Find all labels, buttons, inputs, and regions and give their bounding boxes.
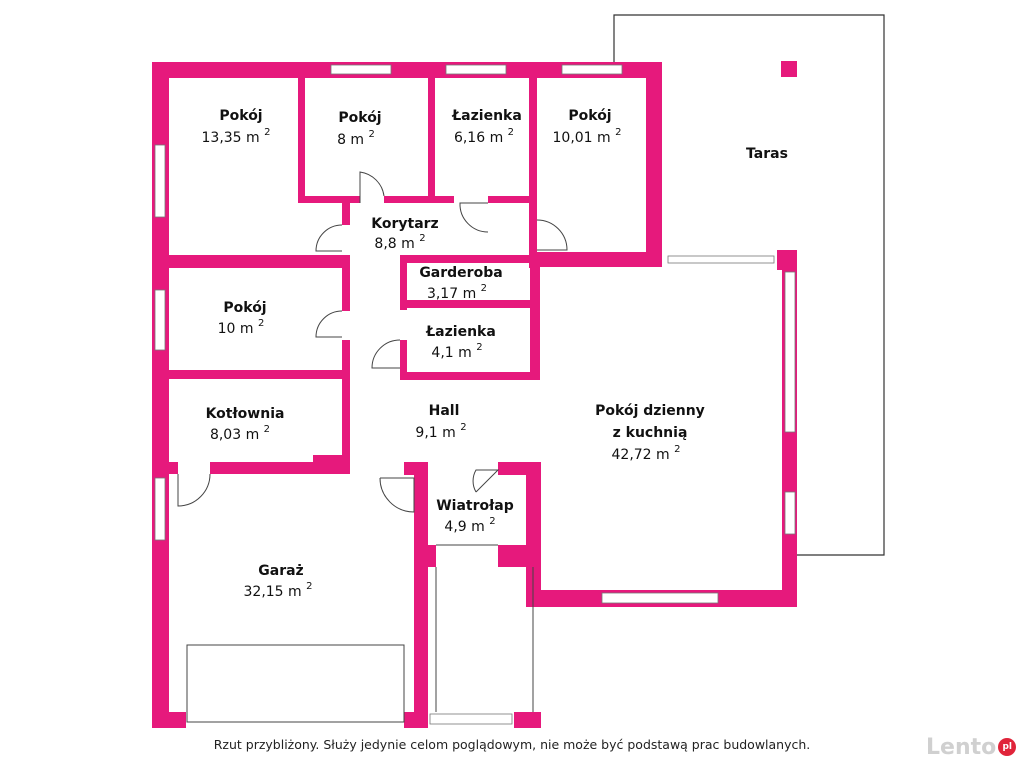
- window-garaz: [154, 477, 166, 541]
- wall-korytarz-left-low: [342, 340, 350, 462]
- door-swings: [177, 171, 568, 513]
- door-pokoj4: [315, 310, 343, 338]
- wall-kotlownia-bottom-left: [152, 462, 178, 474]
- wall-pokoj1-bottom: [169, 255, 349, 268]
- wall-garaz-right: [414, 462, 428, 728]
- room-dzienny-name2: z kuchnią: [613, 425, 688, 441]
- room-kotlownia-area: 8,03 m 2: [210, 424, 270, 443]
- wall-pokoj2-lazienka: [428, 78, 435, 203]
- wall-korytarz-left-top: [342, 203, 350, 225]
- brand-name: Lento: [926, 734, 997, 760]
- room-pokoj3-name: Pokój: [568, 108, 611, 124]
- brand-badge-icon: pl: [998, 738, 1017, 756]
- room-hall-area: 9,1 m 2: [415, 422, 466, 441]
- wall-wiatrolap-top: [498, 462, 541, 475]
- door-pokoj3: [536, 219, 568, 251]
- wall-bottom-right: [514, 712, 541, 728]
- room-korytarz-area: 8,8 m 2: [374, 233, 425, 252]
- door-kotlownia: [177, 473, 211, 507]
- wall-lazienka-bottom: [488, 196, 537, 203]
- wall-kotlownia-corner: [313, 455, 350, 467]
- wall-pokoj2-bottom-right: [384, 196, 454, 203]
- room-pokoj1-name: Pokój: [219, 108, 262, 124]
- window-living-top: [667, 255, 775, 264]
- disclaimer-text: Rzut przybliżony. Służy jedynie celom po…: [213, 737, 811, 752]
- brand-logo[interactable]: Lento pl: [926, 733, 1017, 761]
- room-hall-name: Hall: [429, 403, 460, 419]
- room-lazienka2-area: 4,1 m 2: [431, 342, 482, 361]
- wall-lazienka-pokoj3: [529, 78, 537, 268]
- door-garaz: [379, 477, 415, 513]
- wall-pokoj4-bottom: [169, 370, 349, 379]
- wall-lazienka2-right: [530, 255, 540, 380]
- wall-garderoba-top: [400, 255, 537, 263]
- window-pokoj3: [561, 64, 623, 75]
- window-pokoj4: [154, 289, 166, 351]
- room-lazienka2-name: Łazienka: [425, 324, 496, 340]
- walls: [152, 62, 797, 728]
- room-dzienny-name: Pokój dzienny: [595, 403, 705, 419]
- room-pokoj2-area: 8 m 2: [337, 129, 375, 148]
- room-pokoj3-area: 10,01 m 2: [553, 127, 622, 146]
- room-lazienka1-name: Łazienka: [451, 108, 522, 124]
- door-pokoj2: [359, 171, 385, 203]
- room-garaz-area: 32,15 m 2: [244, 581, 313, 600]
- door-pokoj1: [315, 224, 343, 252]
- room-garderoba-name: Garderoba: [419, 265, 502, 281]
- room-dzienny-area: 42,72 m 2: [612, 444, 681, 463]
- door-wiatrolap: [472, 469, 500, 493]
- wall-lazienka2-left: [400, 340, 407, 380]
- windows: [154, 64, 796, 725]
- window-pokoj2: [330, 64, 392, 75]
- wall-pokoj2-bottom: [298, 196, 360, 203]
- room-pokoj4-name: Pokój: [223, 300, 266, 316]
- window-living-right: [784, 271, 796, 433]
- thin-lines: [186, 544, 534, 723]
- room-pokoj2-name: Pokój: [338, 110, 381, 126]
- window-living-bottom: [601, 592, 719, 604]
- wall-garderoba-left: [400, 255, 407, 310]
- wall-lazienka2-bottom: [400, 372, 540, 380]
- wall-garderoba-bottom: [400, 300, 537, 308]
- wall-left: [152, 62, 169, 728]
- window-living-right-lower: [784, 491, 796, 535]
- wall-top: [152, 62, 662, 78]
- room-wiatrolap-name: Wiatrołap: [436, 498, 514, 514]
- door-lazienka2: [371, 339, 401, 369]
- wall-right-upper: [646, 62, 662, 267]
- window-entrance: [429, 713, 513, 725]
- room-garaz-name: Garaż: [258, 563, 303, 579]
- wall-korytarz-left-mid: [342, 255, 350, 311]
- wall-living-left-lower: [526, 462, 541, 607]
- room-lazienka1-area: 6,16 m 2: [454, 127, 514, 146]
- terrace-pillar: [781, 61, 797, 77]
- terrace-outline: [613, 14, 885, 556]
- wall-bottom-left: [152, 712, 186, 728]
- room-labels: Pokój 13,35 m 2 Pokój 8 m 2 Łazienka 6,1…: [202, 108, 788, 600]
- room-pokoj1-area: 13,35 m 2: [202, 127, 271, 146]
- wall-pokoj1-pokoj2: [298, 78, 305, 203]
- wall-living-top: [530, 252, 662, 267]
- window-lazienka1: [445, 64, 507, 75]
- room-pokoj4-area: 10 m 2: [218, 318, 265, 337]
- window-pokoj1: [154, 144, 166, 218]
- room-korytarz-name: Korytarz: [371, 216, 438, 232]
- room-kotlownia-name: Kotłownia: [206, 406, 285, 422]
- wall-wiatrolap-bottom-right: [498, 545, 541, 567]
- room-wiatrolap-area: 4,9 m 2: [444, 516, 495, 535]
- door-lazienka1: [459, 202, 489, 233]
- wall-wiatrolap-bottom-left: [428, 545, 436, 567]
- room-garderoba-area: 3,17 m 2: [427, 283, 487, 302]
- garage-door: [186, 644, 405, 723]
- room-taras-name: Taras: [746, 146, 788, 162]
